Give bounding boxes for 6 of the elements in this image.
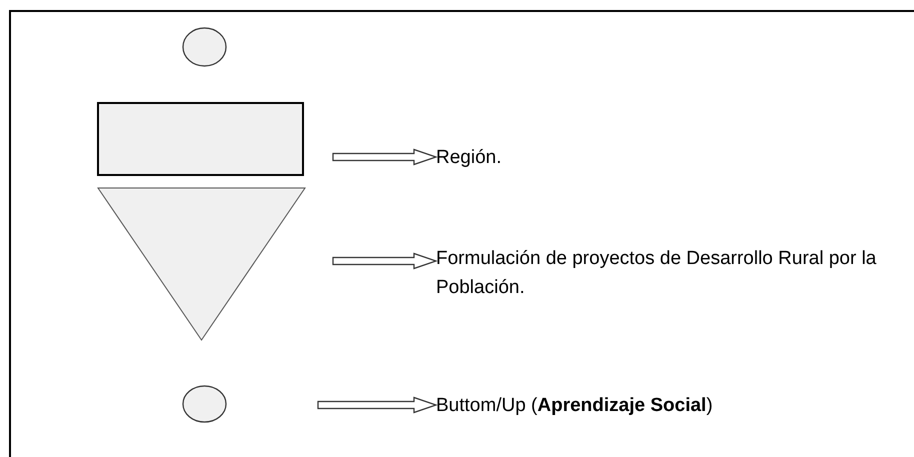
node-text: Región. <box>436 143 636 172</box>
hollow-arrow <box>332 148 438 166</box>
hollow-arrow <box>332 252 438 270</box>
node-text: Buttom/Up (Aprendizaje Social) <box>436 391 856 420</box>
node-text: Formulación de proyectos de Desarrollo Rural por la Población. <box>436 244 906 302</box>
hollow-arrow <box>317 396 438 414</box>
